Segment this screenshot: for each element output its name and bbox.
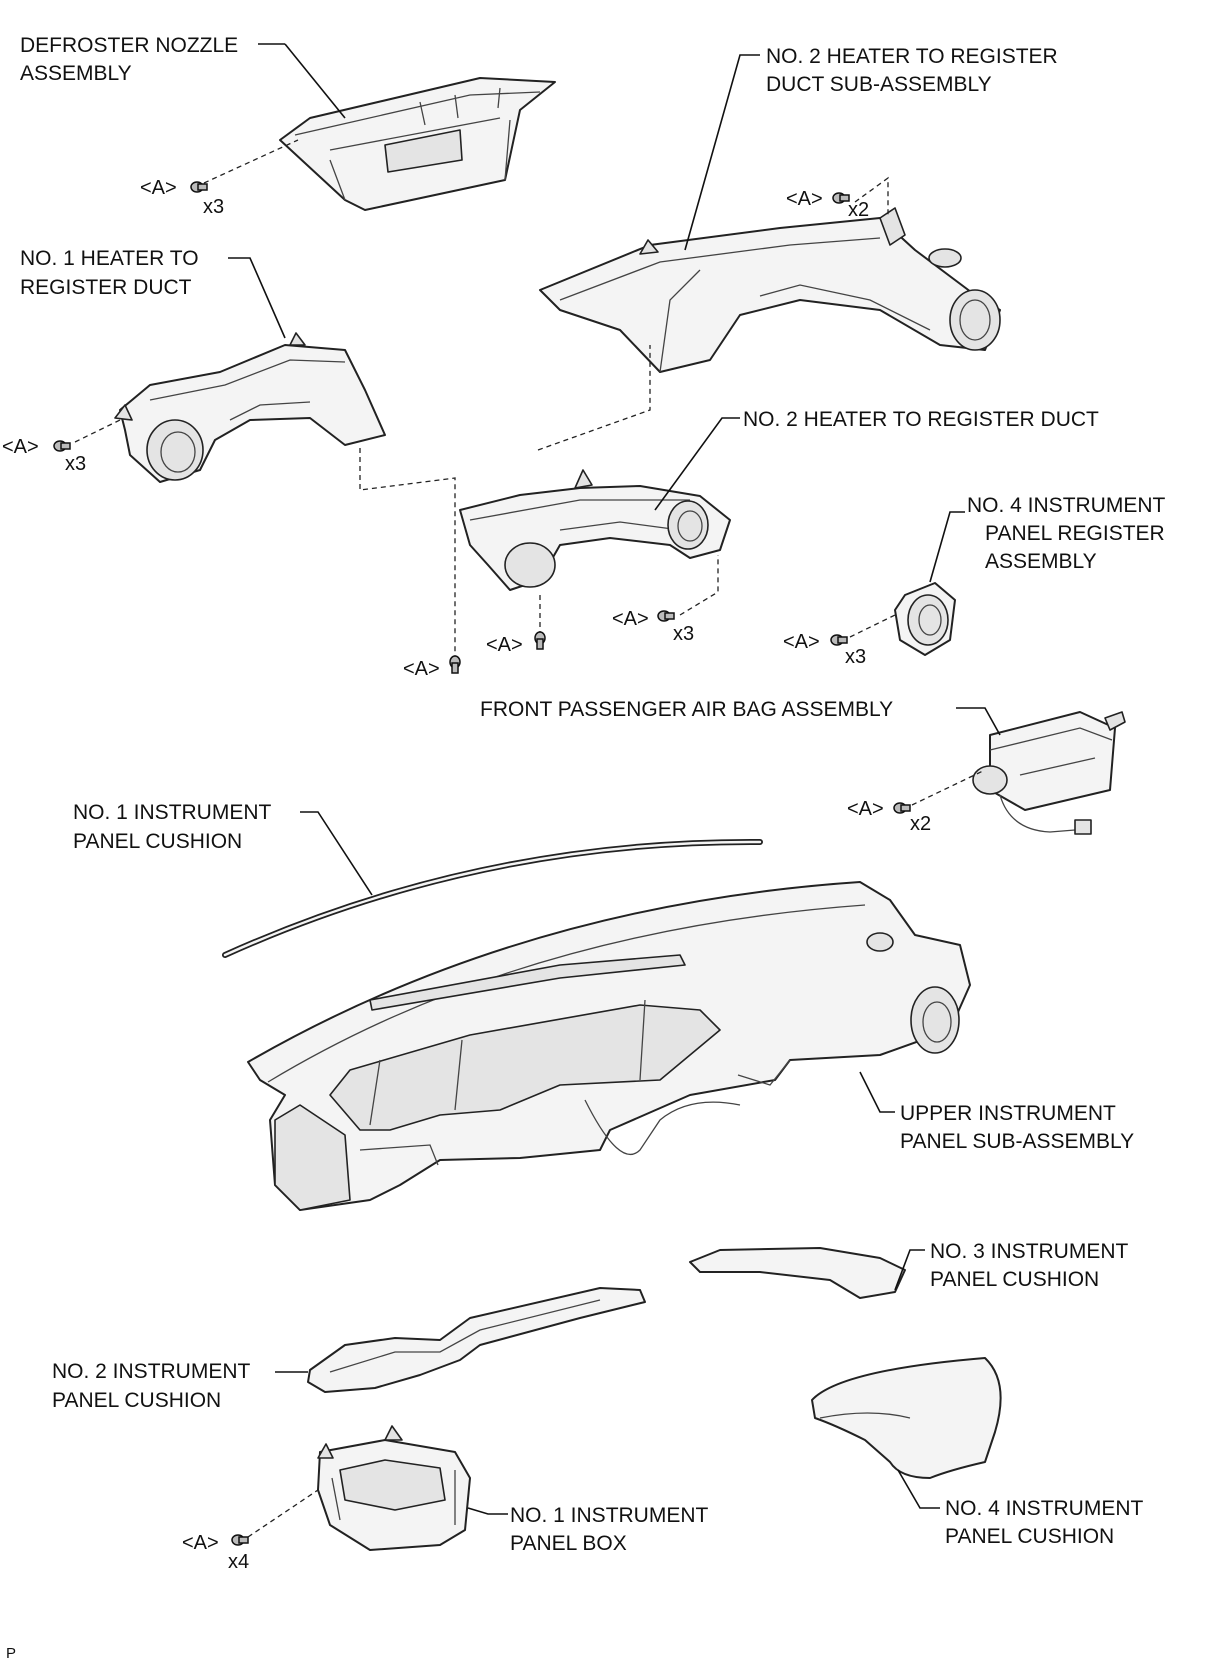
screw-qty-defroster: x3: [203, 196, 224, 218]
no4-register-part: [894, 582, 956, 656]
screw-icon: [830, 634, 848, 646]
label-no1-cushion-line1: NO. 1 INSTRUMENT: [73, 801, 272, 824]
screw-tag-no2-duct-b: <A>: [486, 634, 523, 656]
label-no2-sub-line1: NO. 2 HEATER TO REGISTER: [766, 45, 1058, 68]
dash-no2-sub: [854, 176, 889, 218]
screw-icon: [449, 655, 461, 674]
label-defroster-line2: ASSEMBLY: [20, 62, 132, 85]
screw-qty-no4-register: x3: [845, 646, 866, 668]
no2-heater-duct-part: [459, 469, 731, 591]
no1-cushion-highlight: [223, 840, 762, 957]
label-no2-cushion-line1: NO. 2 INSTRUMENT: [52, 1360, 251, 1383]
screw-tag-no2-sub: <A>: [786, 188, 823, 210]
leader-no2-duct: [654, 417, 740, 511]
leader-no4-register: [929, 511, 965, 583]
label-no4-cushion-line2: PANEL CUSHION: [945, 1525, 1114, 1548]
label-no4-register-line2: PANEL REGISTER: [985, 522, 1165, 545]
screw-icon: [893, 802, 911, 814]
label-no2-duct: NO. 2 HEATER TO REGISTER DUCT: [743, 408, 1099, 431]
screw-tag-no1-box: <A>: [182, 1532, 219, 1554]
screw-tag-no1-duct: <A>: [2, 436, 39, 458]
leader-no1-duct: [228, 257, 286, 339]
dash-airbag: [911, 769, 986, 806]
label-no4-cushion-line1: NO. 4 INSTRUMENT: [945, 1497, 1144, 1520]
leader-no2-sub: [684, 54, 760, 251]
screw-qty-no2-duct: x3: [673, 623, 694, 645]
screw-tag-no2-duct-a: <A>: [403, 658, 440, 680]
airbag-part: [972, 711, 1126, 835]
dash-no1-duct-down: [359, 448, 456, 665]
leader-no1-cushion: [300, 811, 373, 896]
screw-qty-no2-sub: x2: [848, 199, 869, 221]
leader-no3-cushion: [894, 1249, 925, 1291]
leader-upper-panel: [859, 1071, 895, 1113]
label-no2-cushion-line2: PANEL CUSHION: [52, 1389, 221, 1412]
upper-panel-part: [247, 881, 971, 1211]
leader-defroster-2: [284, 43, 346, 119]
screw-tag-no2-duct-c: <A>: [612, 608, 649, 630]
screw-icon: [190, 181, 208, 193]
label-no2-sub-line2: DUCT SUB-ASSEMBLY: [766, 73, 992, 96]
label-no3-cushion-line2: PANEL CUSHION: [930, 1268, 1099, 1291]
no2-heater-duct-sub-part: [539, 207, 1001, 373]
leader-airbag: [956, 707, 1001, 736]
label-no1-duct-line2: REGISTER DUCT: [20, 276, 192, 299]
label-no1-duct-line1: NO. 1 HEATER TO: [20, 247, 199, 270]
label-no4-register-line1: NO. 4 INSTRUMENT: [967, 494, 1166, 517]
label-airbag: FRONT PASSENGER AIR BAG ASSEMBLY: [480, 698, 893, 721]
no1-heater-duct-part: [114, 332, 386, 483]
label-defroster-line1: DEFROSTER NOZZLE: [20, 34, 238, 57]
dash-no1-box: [247, 1489, 319, 1538]
screw-tag-airbag: <A>: [847, 798, 884, 820]
label-no1-box-line1: NO. 1 INSTRUMENT: [510, 1504, 709, 1527]
screw-icon: [832, 192, 850, 204]
screw-icon: [231, 1534, 249, 1546]
screw-qty-no1-duct: x3: [65, 453, 86, 475]
label-no1-cushion-line2: PANEL CUSHION: [73, 830, 242, 853]
dash-no2-duct-up: [537, 345, 651, 451]
no4-cushion-edge: [819, 1412, 911, 1419]
screw-icon: [534, 631, 546, 650]
screw-qty-no1-box: x4: [228, 1551, 249, 1573]
screw-tag-no4-register: <A>: [783, 631, 820, 653]
label-no3-cushion-line1: NO. 3 INSTRUMENT: [930, 1240, 1129, 1263]
label-upper-panel-line2: PANEL SUB-ASSEMBLY: [900, 1130, 1134, 1153]
screw-tag-defroster: <A>: [140, 177, 177, 199]
leader-no4-cushion: [897, 1469, 940, 1509]
no3-cushion-part: [689, 1247, 906, 1299]
dash-no4-register: [849, 614, 896, 638]
screw-qty-airbag: x2: [910, 813, 931, 835]
screw-icon: [53, 440, 71, 452]
no1-box-part: [317, 1425, 471, 1551]
defroster-nozzle-part: [279, 77, 556, 211]
no4-cushion-part: [811, 1357, 1002, 1479]
no2-cushion-part: [307, 1287, 646, 1393]
leader-no1-box: [467, 1507, 508, 1515]
dash-no2-duct-right: [679, 555, 719, 616]
dash-no1-duct: [74, 419, 121, 443]
label-upper-panel-line1: UPPER INSTRUMENT: [900, 1102, 1116, 1125]
figure-reference: P: [6, 1645, 16, 1662]
label-no4-register-line3: ASSEMBLY: [985, 550, 1097, 573]
screw-icon: [657, 610, 675, 622]
dash-defroster: [203, 139, 299, 184]
label-no1-box-line2: PANEL BOX: [510, 1532, 627, 1555]
